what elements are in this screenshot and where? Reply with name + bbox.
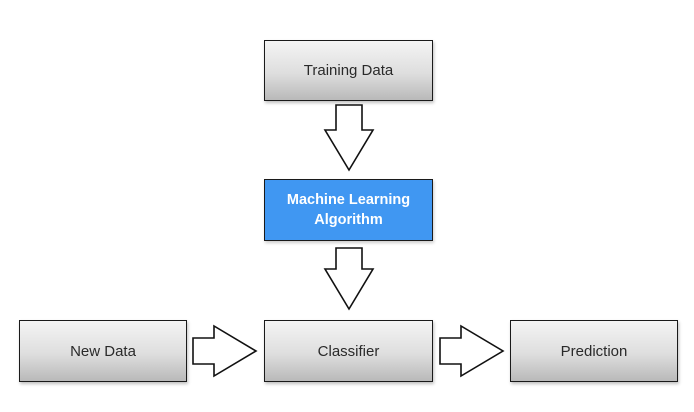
node-new-data-label: New Data xyxy=(70,342,136,360)
node-prediction: Prediction xyxy=(510,320,678,382)
node-training-data: Training Data xyxy=(264,40,433,101)
arrow-new-data-to-classifier xyxy=(192,324,258,378)
arrow-training-to-algorithm xyxy=(323,104,375,172)
node-new-data: New Data xyxy=(19,320,187,382)
node-classifier-label: Classifier xyxy=(317,342,380,360)
node-classifier: Classifier xyxy=(264,320,433,382)
node-algorithm-label-line1: Machine Learning xyxy=(286,192,411,208)
node-prediction-label: Prediction xyxy=(560,342,628,360)
node-algorithm-label-line2: Algorithm xyxy=(314,212,383,228)
arrow-classifier-to-prediction xyxy=(439,324,505,378)
node-training-data-label: Training Data xyxy=(303,62,394,79)
node-machine-learning-algorithm: Machine Learning Algorithm xyxy=(264,179,433,241)
arrow-algorithm-to-classifier xyxy=(323,247,375,311)
